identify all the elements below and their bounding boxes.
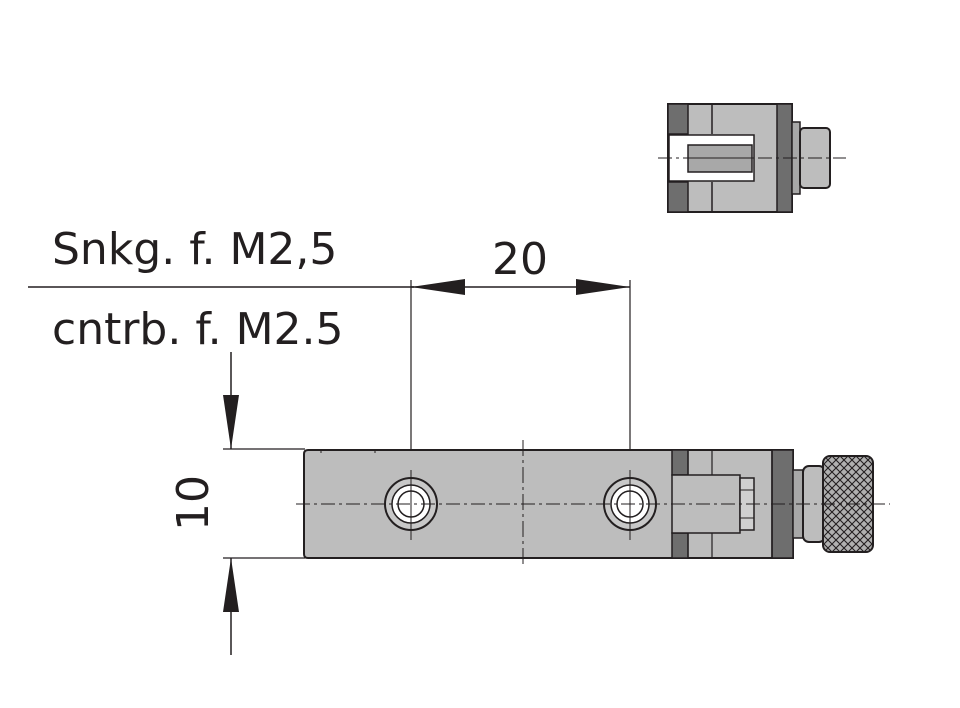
end-view-shade-bottom [667, 181, 689, 213]
height-dimension: 10 [168, 475, 219, 531]
dimension-arrow-top [223, 395, 239, 449]
vertical-dimension: 10 [168, 352, 305, 655]
end-view [658, 103, 846, 213]
countersink-label-en: cntrb. f. M2.5 [52, 304, 344, 355]
countersink-label-de: Snkg. f. M2,5 [52, 224, 337, 275]
slot-shade-bottom [671, 532, 689, 559]
dimension-arrow-right [576, 279, 630, 295]
dimension-arrow-left [411, 279, 465, 295]
spacing-dimension: 20 [492, 234, 548, 285]
dimension-arrow-bottom [223, 558, 239, 612]
slot-shade-top [671, 449, 689, 476]
horizontal-dimension: 20 [410, 234, 631, 540]
end-view-shade-top [667, 103, 689, 135]
side-view [296, 440, 890, 568]
